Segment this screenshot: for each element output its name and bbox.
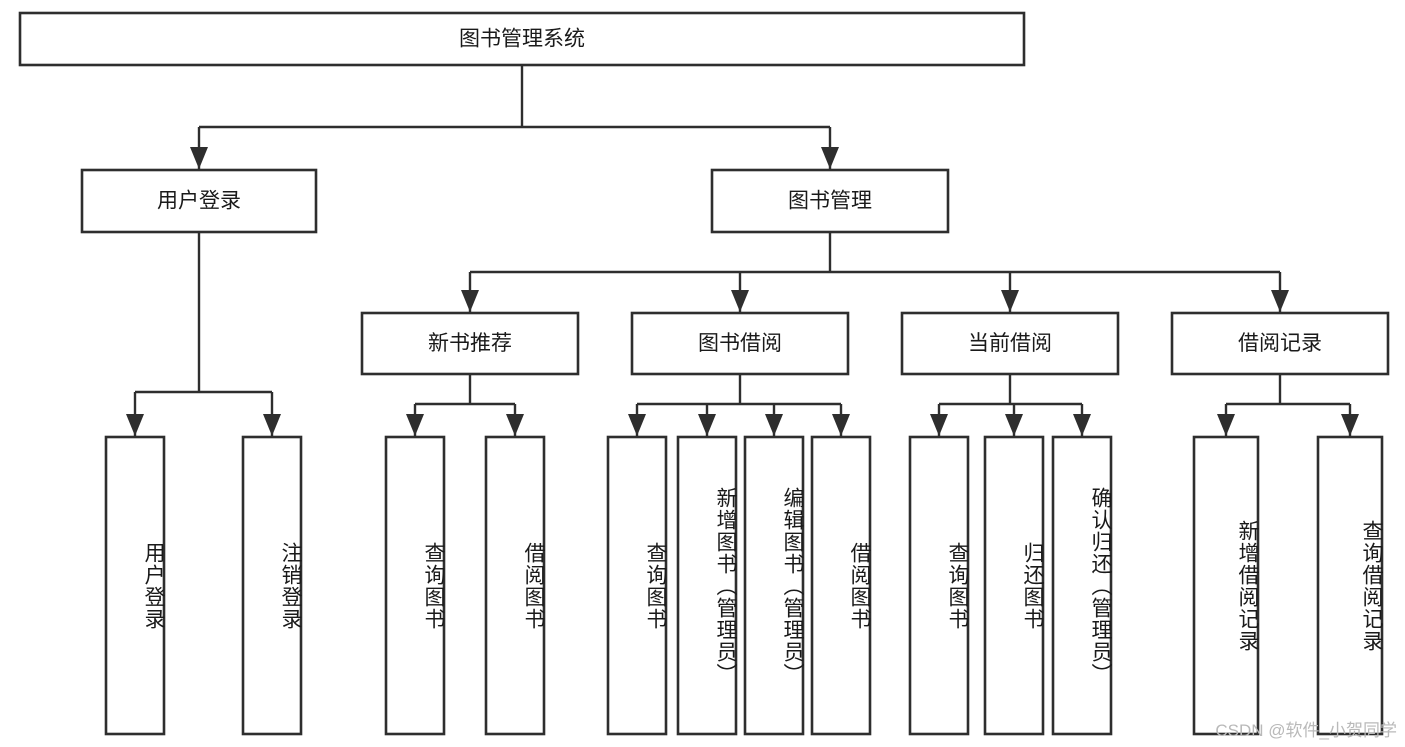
node-box-leaf-3 bbox=[484, 435, 546, 736]
arrow-head-current-1 bbox=[1005, 414, 1023, 436]
arrow-head-current-0 bbox=[930, 414, 948, 436]
node-label-l3-1: 图书借阅 bbox=[698, 332, 782, 355]
node-label-l3-2: 当前借阅 bbox=[968, 332, 1052, 355]
arrow-head-newbook-1 bbox=[506, 414, 524, 436]
connector-layer bbox=[126, 65, 1359, 436]
arrow-head-current-2 bbox=[1073, 414, 1091, 436]
node-box-l2-1 bbox=[710, 168, 950, 234]
node-box-l3-0 bbox=[360, 311, 580, 376]
arrow-head-record-1 bbox=[1341, 414, 1359, 436]
arrow-head-record-0 bbox=[1217, 414, 1235, 436]
node-box-l3-1 bbox=[630, 311, 850, 376]
node-box-l2-0 bbox=[80, 168, 318, 234]
arrow-head-borrow-2 bbox=[765, 414, 783, 436]
node-box-leaf-7 bbox=[810, 435, 872, 736]
arrow-head-login-0 bbox=[126, 414, 144, 436]
node-box-leaf-9 bbox=[983, 435, 1045, 736]
arrow-head-l2-book-2 bbox=[1001, 290, 1019, 312]
node-box-l3-3 bbox=[1170, 311, 1390, 376]
arrow-head-l2-book-0 bbox=[461, 290, 479, 312]
node-box-leaf-5 bbox=[676, 435, 738, 736]
node-label-l2-1: 图书管理 bbox=[788, 190, 872, 213]
watermark-text: CSDN @软件_小贺同学 bbox=[1215, 721, 1397, 740]
arrow-head-root-1 bbox=[821, 147, 839, 169]
node-box-leaf-4 bbox=[606, 435, 668, 736]
arrow-head-borrow-1 bbox=[698, 414, 716, 436]
node-box-l3-2 bbox=[900, 311, 1120, 376]
node-box-layer bbox=[18, 11, 1390, 736]
arrow-head-borrow-0 bbox=[628, 414, 646, 436]
arrow-head-login-1 bbox=[263, 414, 281, 436]
node-label-l3-3: 借阅记录 bbox=[1238, 332, 1322, 355]
node-box-leaf-1 bbox=[241, 435, 303, 736]
node-box-leaf-10 bbox=[1051, 435, 1113, 736]
arrow-head-borrow-3 bbox=[832, 414, 850, 436]
arrow-head-root-0 bbox=[190, 147, 208, 169]
node-box-leaf-12 bbox=[1316, 435, 1384, 736]
node-label-root-0: 图书管理系统 bbox=[459, 28, 585, 51]
arrow-head-newbook-0 bbox=[406, 414, 424, 436]
node-box-leaf-8 bbox=[908, 435, 970, 736]
arrow-head-l2-book-1 bbox=[731, 290, 749, 312]
node-box-leaf-0 bbox=[104, 435, 166, 736]
node-label-l2-0: 用户登录 bbox=[157, 190, 241, 213]
node-box-root-0 bbox=[18, 11, 1026, 67]
node-box-leaf-11 bbox=[1192, 435, 1260, 736]
node-label-l3-0: 新书推荐 bbox=[428, 332, 512, 355]
arrow-head-l2-book-3 bbox=[1271, 290, 1289, 312]
node-box-leaf-6 bbox=[743, 435, 805, 736]
node-box-leaf-2 bbox=[384, 435, 446, 736]
